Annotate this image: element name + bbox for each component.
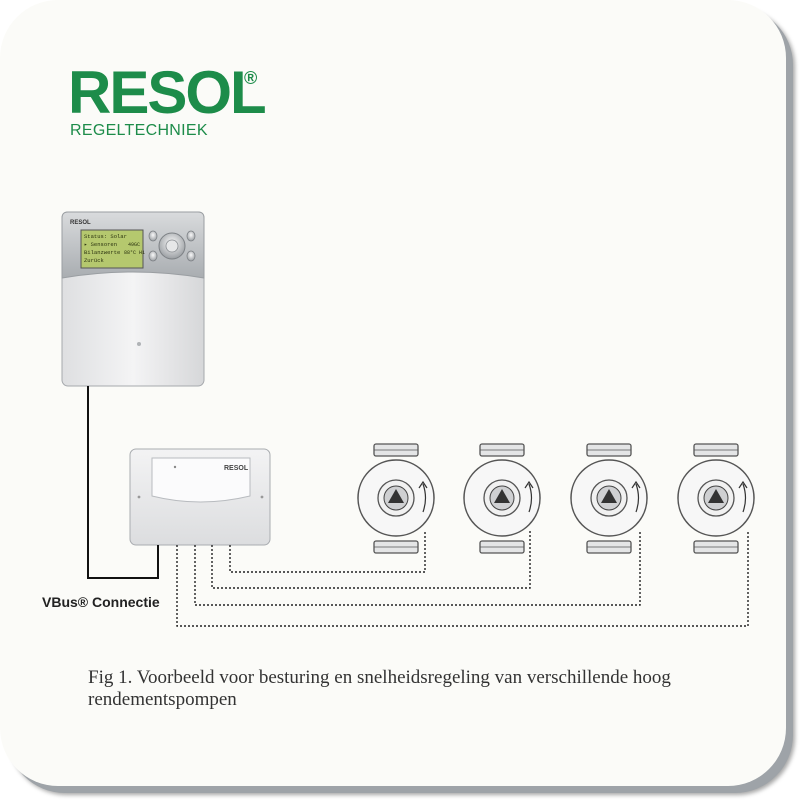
pump-3-arrow-icon bbox=[601, 489, 617, 503]
lcd-value-3: 88°C Hi bbox=[124, 250, 145, 256]
controller-lcd bbox=[80, 229, 144, 269]
module-led bbox=[173, 465, 177, 469]
figure-caption: Fig 1. Voorbeeld voor besturing en snelh… bbox=[88, 667, 671, 710]
resol-logo: RESOL bbox=[68, 59, 267, 126]
controller-button-c bbox=[186, 230, 196, 242]
vbus-wire bbox=[87, 386, 159, 579]
lcd-line-3: Bilanzwerte bbox=[84, 249, 120, 256]
controller-button-a bbox=[148, 230, 158, 242]
pump-1-rotation-icon bbox=[418, 480, 428, 489]
logo-subtitle: REGELTECHNIEK bbox=[70, 122, 208, 139]
pump-signal-wires bbox=[176, 530, 749, 627]
pump-2 bbox=[463, 443, 541, 554]
signal-wire-pump-3 bbox=[194, 530, 641, 606]
module-screw-right bbox=[260, 495, 264, 499]
lcd-value-2: 49GC bbox=[128, 242, 140, 248]
lcd-line-2: ▸ Sensoren bbox=[84, 241, 117, 248]
extension-module: RESOL bbox=[129, 448, 271, 546]
module-screw-left bbox=[137, 495, 141, 499]
pump-4 bbox=[677, 443, 755, 554]
pump-1 bbox=[357, 443, 435, 554]
lcd-line-1: Status: Solar bbox=[84, 233, 127, 240]
module-brand: RESOL bbox=[224, 465, 249, 472]
module-cover bbox=[151, 457, 251, 503]
pump-4-rotation-icon bbox=[738, 480, 748, 489]
controller-button-d bbox=[186, 250, 196, 262]
pump-4-arrow-icon bbox=[708, 489, 724, 503]
lcd-line-4: Zurück bbox=[84, 257, 105, 264]
background-card bbox=[0, 0, 786, 786]
signal-wire-pump-2 bbox=[211, 530, 531, 589]
solar-controller: RESOL Status: Solar ▸ Sensoren Bilanzwer… bbox=[61, 211, 205, 387]
controller-brand: RESOL bbox=[70, 220, 91, 226]
vbus-connection-label: VBus® Connectie bbox=[42, 594, 160, 610]
pump-3-rotation-icon bbox=[631, 480, 641, 489]
controller-screw bbox=[137, 342, 141, 346]
controller-ok-button bbox=[165, 239, 179, 253]
signal-wire-pump-4 bbox=[176, 530, 749, 627]
controller-button-b bbox=[148, 250, 158, 262]
pump-2-arrow-icon bbox=[494, 489, 510, 503]
pump-1-arrow-icon bbox=[388, 489, 404, 503]
registered-mark: ® bbox=[244, 68, 258, 88]
signal-wire-pump-1 bbox=[229, 530, 426, 573]
pump-3 bbox=[570, 443, 648, 554]
pump-2-rotation-icon bbox=[524, 480, 534, 489]
